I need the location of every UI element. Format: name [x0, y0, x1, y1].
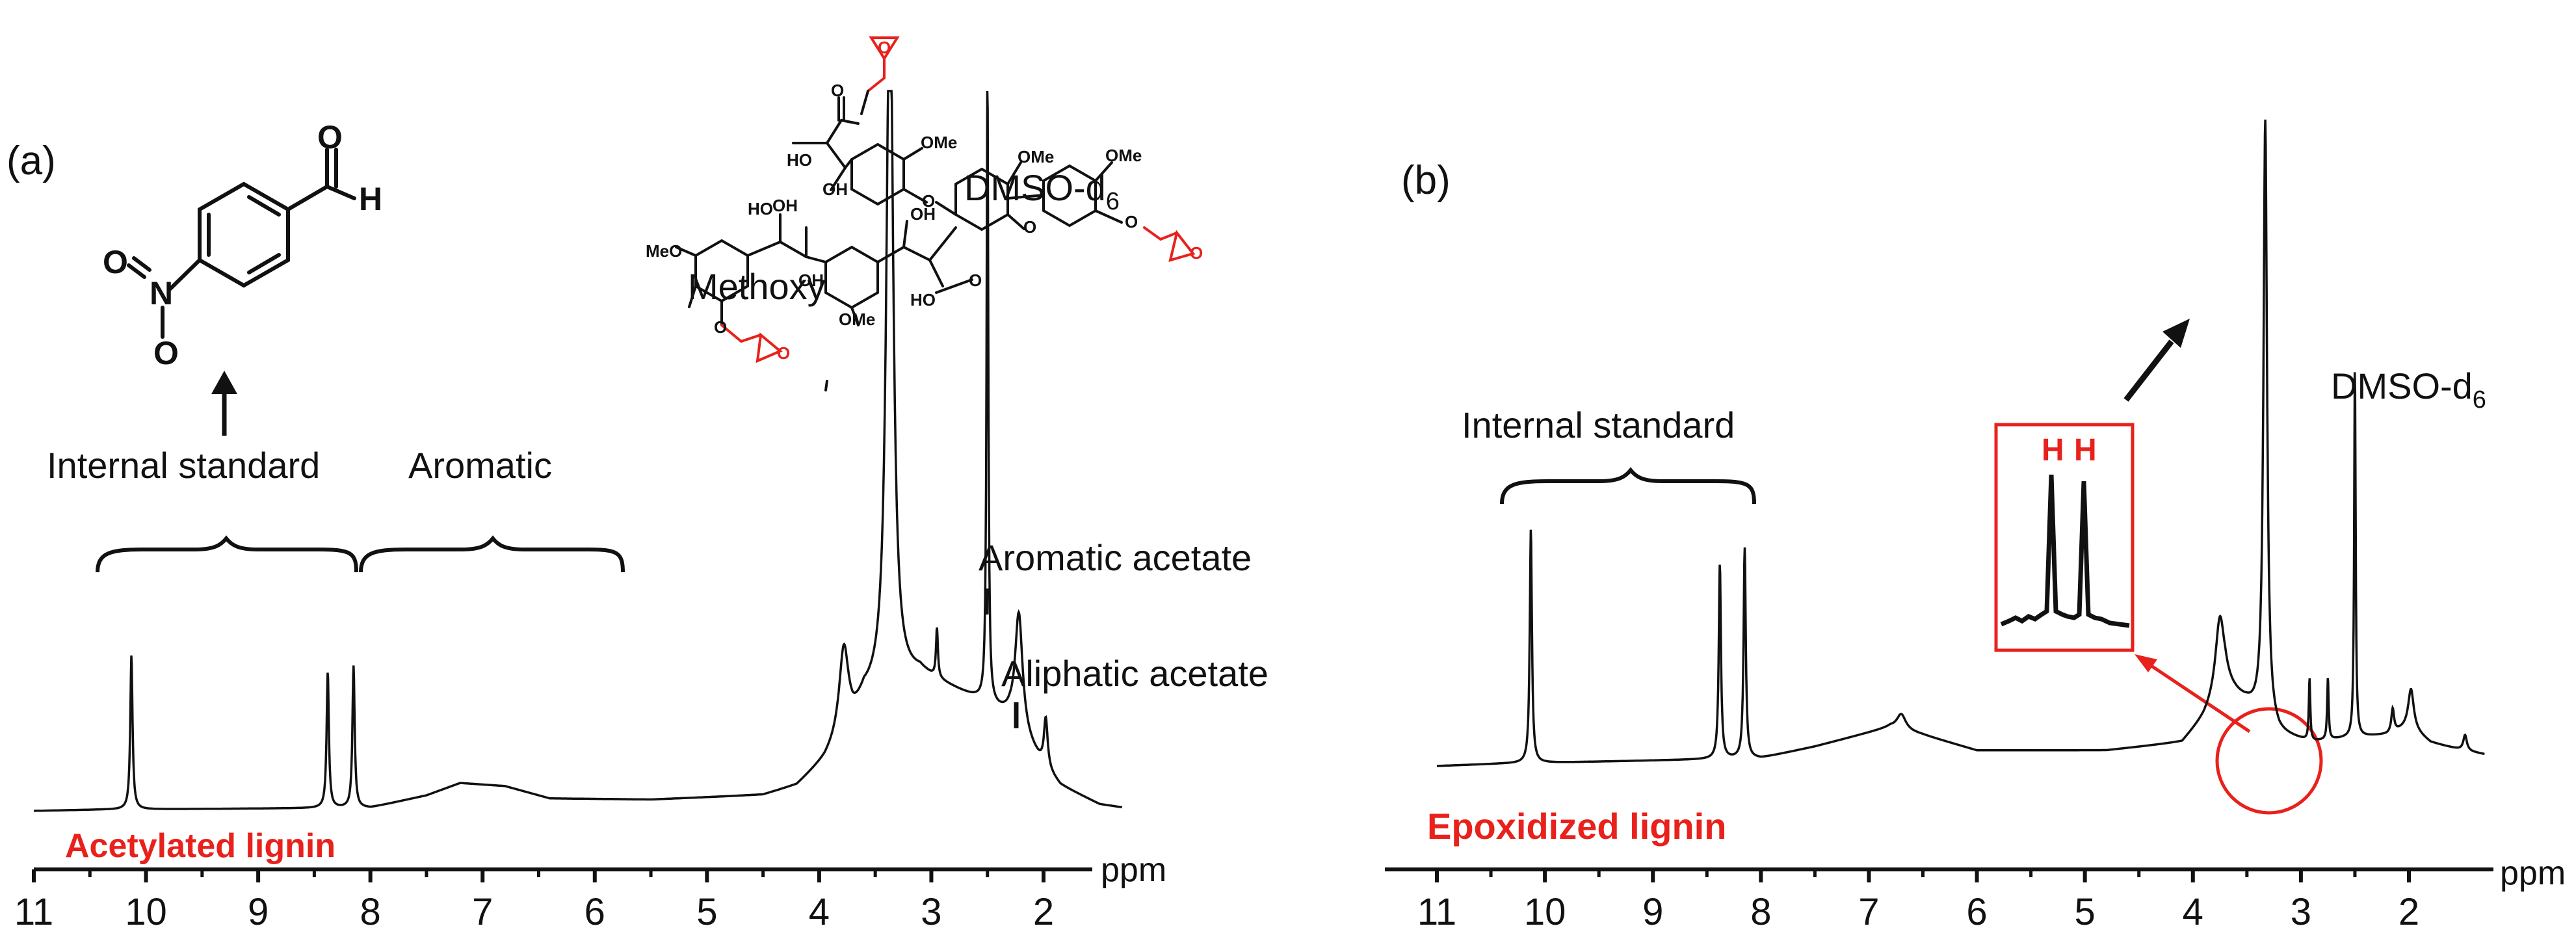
atom-n-nitro: N	[150, 275, 173, 311]
inset-epoxide-protons: H H	[1994, 423, 2135, 652]
x-tick-label: 5	[2075, 891, 2096, 933]
x-ticks-a: 11 10 9 8 7 6 5 4 3 2	[14, 869, 1054, 933]
struct-atom-o-epox-left: O	[777, 343, 790, 363]
x-tick-label: 7	[1858, 891, 1879, 933]
inset-h1: H	[2042, 433, 2064, 468]
x-axis-label-a: ppm	[1101, 851, 1166, 889]
struct-atom-oh4: OH	[910, 204, 936, 224]
x-tick-label: 11	[1417, 891, 1456, 933]
x-tick-label: 2	[1033, 891, 1054, 933]
x-tick-label: 3	[2291, 891, 2311, 933]
struct-atom-oh2: OH	[772, 196, 798, 215]
sample-label-a: Acetylated lignin	[65, 827, 335, 865]
spectrum-line-a	[34, 90, 1123, 812]
struct-atom-ome3: OMe	[839, 310, 875, 329]
struct-atom-o3: O	[1125, 212, 1138, 231]
x-tick-label: 4	[809, 891, 830, 933]
struct-atom-o5: O	[714, 317, 727, 337]
epoxidized-lignin-molecule: O O OMe OMe OMe OMe MeO O O O O O OH OH …	[646, 36, 1203, 391]
label-aliphatic-acetate: Aliphatic acetate	[1001, 653, 1268, 694]
panel-a-label: (a)	[7, 139, 56, 183]
internal-standard-molecule: O H O N O	[103, 119, 382, 371]
brace-internal-standard-a	[96, 535, 358, 573]
x-ticks-b: 11 10 9 8 7 6 5 4 3 2	[1417, 869, 2419, 933]
struct-atom-ho1: HO	[787, 150, 812, 170]
struct-atom-o4: O	[969, 271, 982, 290]
struct-atom-o-top2: O	[831, 81, 844, 100]
x-tick-label: 9	[1642, 891, 1663, 933]
struct-atom-oh3: OH	[798, 271, 824, 290]
label-internal-standard-a: Internal standard	[47, 445, 320, 486]
label-aromatic-acetate: Aromatic acetate	[979, 537, 1252, 578]
x-tick-label: 8	[360, 891, 381, 933]
inset-h2: H	[2074, 433, 2097, 468]
molecule-arrow	[211, 371, 237, 436]
struct-atom-ho3: HO	[910, 290, 936, 310]
zoom-indicator	[2135, 654, 2323, 815]
x-tick-label: 10	[1524, 891, 1566, 933]
inset-trace	[2000, 474, 2130, 628]
x-tick-label: 5	[696, 891, 717, 933]
label-methoxy: Methoxy	[688, 266, 826, 307]
x-tick-label: 8	[1750, 891, 1771, 933]
x-tick-label: 3	[921, 891, 941, 933]
struct-atom-o-epox-right: O	[1190, 243, 1203, 263]
x-tick-label: 9	[248, 891, 269, 933]
structure-arrow	[2123, 319, 2190, 402]
struct-atom-ome1: OMe	[921, 133, 957, 152]
struct-atom-ome4: OMe	[1018, 147, 1054, 166]
brace-internal-standard-b	[1500, 467, 1756, 505]
x-tick-label: 6	[585, 891, 605, 933]
struct-atom-o-top1: O	[878, 38, 891, 57]
panel-a: (a) O H O N O Internal standard	[7, 90, 1268, 933]
x-tick-label: 10	[125, 891, 167, 933]
label-internal-standard-b: Internal standard	[1462, 404, 1735, 445]
atom-o-nitro-2: O	[153, 335, 179, 371]
x-tick-label: 11	[14, 891, 53, 933]
struct-atom-ho2: HO	[748, 199, 773, 218]
x-tick-label: 6	[1966, 891, 1987, 933]
panel-b: (b)	[646, 36, 2566, 933]
x-tick-label: 7	[472, 891, 493, 933]
sample-label-b: Epoxidized lignin	[1427, 806, 1726, 847]
atom-o-aldehyde: O	[317, 119, 343, 155]
struct-atom-oh1: OH	[822, 179, 848, 199]
spectrum-line-b	[1437, 119, 2485, 767]
struct-atom-meo: MeO	[646, 241, 682, 261]
atom-o-nitro-1: O	[103, 244, 128, 280]
atom-h-aldehyde: H	[359, 181, 382, 217]
struct-atom-ome2: OMe	[1105, 146, 1142, 165]
brace-aromatic	[359, 535, 625, 573]
x-tick-label: 4	[2183, 891, 2203, 933]
label-aromatic: Aromatic	[408, 445, 552, 486]
x-tick-label: 2	[2399, 891, 2419, 933]
struct-atom-o1: O	[922, 191, 935, 211]
struct-atom-o2: O	[1023, 217, 1036, 237]
panel-b-label: (b)	[1401, 158, 1451, 203]
x-axis-label-b: ppm	[2500, 854, 2566, 892]
